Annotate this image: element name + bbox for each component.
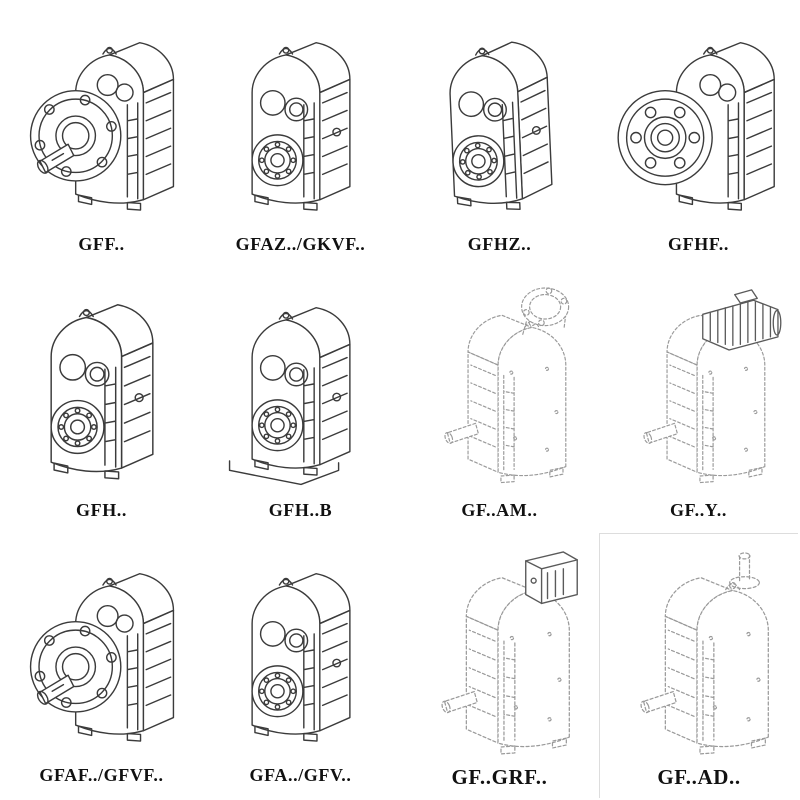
model-label: GFA../GFV..	[249, 765, 352, 785]
gearbox-drawing-motor	[599, 267, 798, 497]
large-flange-gearbox-illustration	[605, 13, 793, 221]
model-label: GFHF..	[668, 234, 729, 255]
input-unit-gearbox-illustration	[401, 539, 599, 757]
motor-gearbox-illustration	[605, 278, 793, 486]
hollow-gearbox-illustration	[401, 9, 598, 225]
catalog-item-gff: GFF..	[2, 2, 201, 267]
hollow-gearbox-illustration	[207, 13, 395, 221]
model-label: GFH..B	[268, 499, 333, 520]
catalog-item-gfa-gfv: GFA../GFV..	[201, 533, 400, 798]
gearbox-drawing-hollow-base	[201, 267, 400, 497]
catalog-item-gf-am: GF..AM..	[400, 267, 599, 532]
input-shaft-gearbox-illustration	[600, 539, 798, 757]
gearbox-drawing-flange	[2, 533, 201, 763]
model-label: GF..GRF..	[451, 765, 548, 789]
catalog-item-gfaz-gkvf: GFAZ../GKVF..	[201, 2, 400, 267]
catalog-item-gf-ad: GF..AD..	[599, 532, 798, 798]
gearbox-drawing-flange	[2, 2, 201, 232]
gearbox-drawing-hollow	[400, 2, 599, 232]
model-label: GFHZ..	[467, 234, 532, 255]
catalog-item-gfh: GFH..	[2, 267, 201, 532]
model-label: GF..AM..	[461, 499, 538, 520]
flange-gearbox-illustration	[8, 544, 196, 752]
hollow-gearbox-base-illustration	[207, 278, 395, 486]
model-label: GFF..	[78, 234, 125, 255]
gearbox-drawing-input-shaft	[600, 534, 798, 763]
catalog-item-gfhz: GFHZ..	[400, 2, 599, 267]
hollow-gearbox-illustration	[4, 274, 200, 490]
model-label: GFH..	[76, 499, 127, 520]
model-label: GF..AD..	[657, 765, 741, 789]
catalog-item-gf-grf: GF..GRF..	[400, 533, 599, 798]
catalog-item-gfh-b: GFH..B	[201, 267, 400, 532]
model-label: GFAF../GFVF..	[39, 765, 164, 785]
gearbox-drawing-large-flange	[599, 2, 798, 232]
model-label: GFAZ../GKVF..	[235, 234, 366, 255]
gearbox-drawing-iec-adapter	[400, 267, 599, 497]
gearbox-drawing-hollow	[201, 533, 400, 763]
model-label: GF..Y..	[670, 499, 727, 520]
catalog-item-gfaf-gfvf: GFAF../GFVF..	[2, 533, 201, 798]
gearbox-drawing-hollow	[201, 2, 400, 232]
flange-gearbox-illustration	[8, 13, 196, 221]
gearbox-drawing-hollow	[2, 267, 201, 497]
gearbox-drawing-input-unit	[400, 533, 599, 763]
hollow-gearbox-illustration	[207, 544, 395, 752]
iec-adapter-gearbox-illustration	[406, 278, 594, 486]
catalog-item-gf-y: GF..Y..	[599, 267, 798, 532]
catalog-item-gfhf: GFHF..	[599, 2, 798, 267]
